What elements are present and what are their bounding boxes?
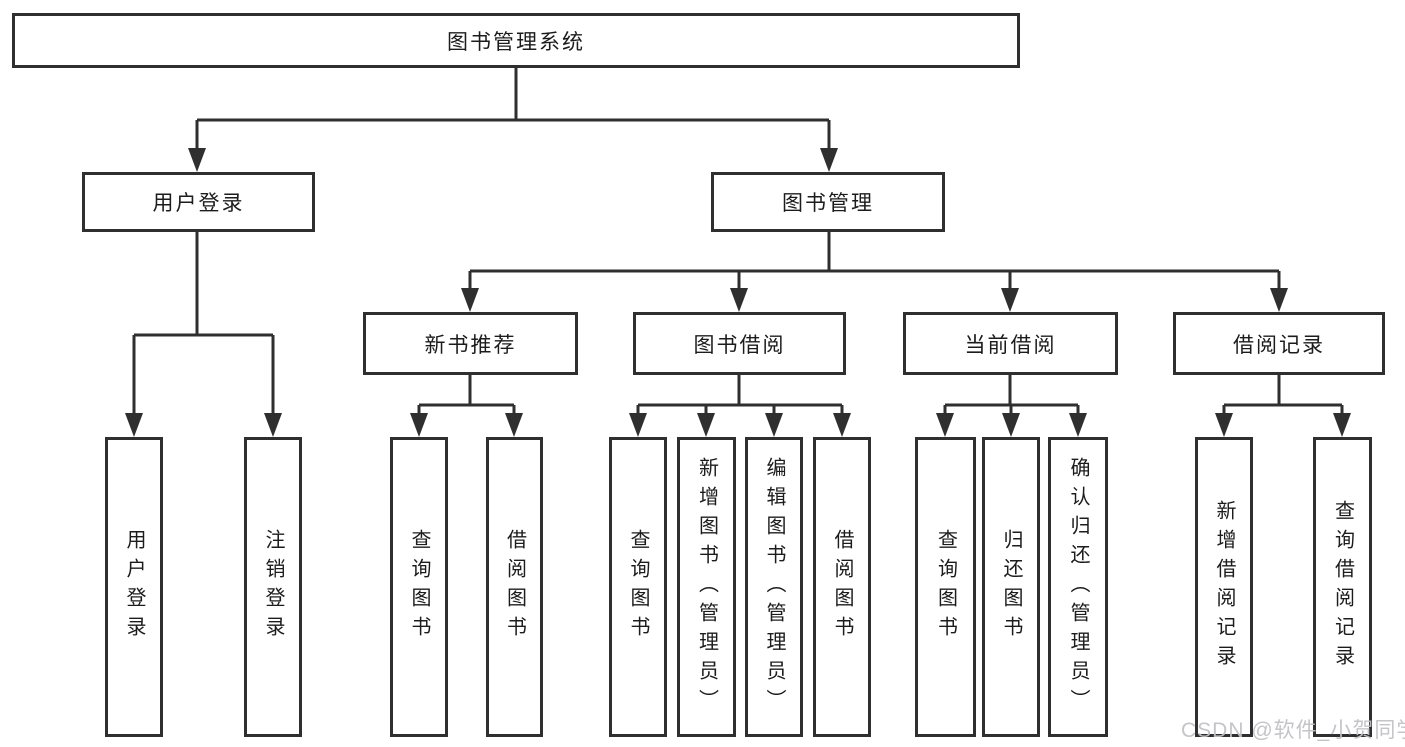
- arrowhead: [833, 413, 851, 437]
- node-book-management-label: 图书管理: [782, 192, 874, 215]
- arrowhead: [697, 413, 715, 437]
- leaf-borrowing-edit-books-admin: 编辑图书（管理员）: [745, 437, 803, 737]
- node-new-book-recommend-label: 新书推荐: [424, 333, 517, 357]
- arrowhead: [188, 148, 206, 172]
- arrowhead: [1069, 413, 1087, 437]
- node-book-management: 图书管理: [711, 172, 945, 232]
- arrowhead: [1002, 413, 1020, 437]
- leaf-current-query-books-label: 查询图书: [934, 529, 957, 645]
- arrowhead: [936, 413, 954, 437]
- node-user-login: 用户登录: [82, 172, 315, 232]
- leaf-records-add-record-label: 新增借阅记录: [1213, 500, 1235, 674]
- leaf-current-confirm-return-admin: 确认归还（管理员）: [1048, 437, 1108, 737]
- arrowhead: [1333, 413, 1351, 437]
- leaf-borrowing-edit-books-admin-label: 编辑图书（管理员）: [763, 456, 785, 718]
- node-book-borrowing: 图书借阅: [633, 312, 846, 375]
- node-current-borrowing: 当前借阅: [903, 312, 1118, 375]
- leaf-recommend-borrow-books-label: 借阅图书: [503, 529, 526, 645]
- leaf-borrowing-add-books-admin-label: 新增图书（管理员）: [695, 456, 718, 718]
- leaf-logout: 注销登录: [244, 437, 302, 737]
- leaf-user-login-label: 用户登录: [123, 529, 145, 645]
- arrowhead: [820, 148, 838, 172]
- arrowhead: [410, 413, 428, 437]
- node-root-system: 图书管理系统: [12, 13, 1020, 68]
- leaf-current-query-books: 查询图书: [915, 437, 976, 737]
- leaf-borrowing-borrow-books: 借阅图书: [813, 437, 871, 737]
- leaf-user-login: 用户登录: [105, 437, 163, 737]
- leaf-borrowing-add-books-admin: 新增图书（管理员）: [677, 437, 736, 737]
- arrowhead: [1215, 413, 1233, 437]
- node-new-book-recommend: 新书推荐: [363, 312, 578, 375]
- arrowhead: [629, 413, 647, 437]
- node-borrowing-records-label: 借阅记录: [1233, 333, 1325, 357]
- leaf-logout-label: 注销登录: [262, 529, 284, 645]
- arrowhead: [125, 413, 143, 437]
- node-current-borrowing-label: 当前借阅: [964, 333, 1057, 357]
- arrowhead: [505, 413, 523, 437]
- leaf-borrowing-query-books-label: 查询图书: [627, 529, 649, 645]
- csdn-watermark: CSDN @软件_小贺同学: [1181, 719, 1405, 742]
- node-user-login-label: 用户登录: [152, 192, 245, 215]
- arrowhead: [765, 413, 783, 437]
- tree-edges: [132, 68, 1344, 433]
- node-root-label: 图书管理系统: [447, 30, 585, 54]
- leaf-records-add-record: 新增借阅记录: [1195, 437, 1253, 737]
- leaf-borrowing-borrow-books-label: 借阅图书: [831, 529, 853, 645]
- node-book-borrowing-label: 图书借阅: [693, 333, 786, 357]
- leaf-records-query-record: 查询借阅记录: [1313, 437, 1372, 737]
- arrowhead: [1270, 288, 1288, 312]
- arrowhead: [730, 288, 748, 312]
- leaf-borrowing-query-books: 查询图书: [609, 437, 667, 737]
- arrowhead: [264, 413, 282, 437]
- leaf-current-return-books-label: 归还图书: [1000, 529, 1022, 645]
- node-borrowing-records: 借阅记录: [1173, 312, 1385, 375]
- leaf-recommend-query-books-label: 查询图书: [408, 529, 430, 645]
- leaf-recommend-query-books: 查询图书: [390, 437, 448, 737]
- arrowhead: [1001, 288, 1019, 312]
- leaf-recommend-borrow-books: 借阅图书: [486, 437, 543, 737]
- leaf-current-confirm-return-admin-label: 确认归还（管理员）: [1067, 456, 1089, 718]
- arrowhead: [461, 288, 479, 312]
- leaf-current-return-books: 归还图书: [982, 437, 1040, 737]
- leaf-records-query-record-label: 查询借阅记录: [1331, 500, 1354, 674]
